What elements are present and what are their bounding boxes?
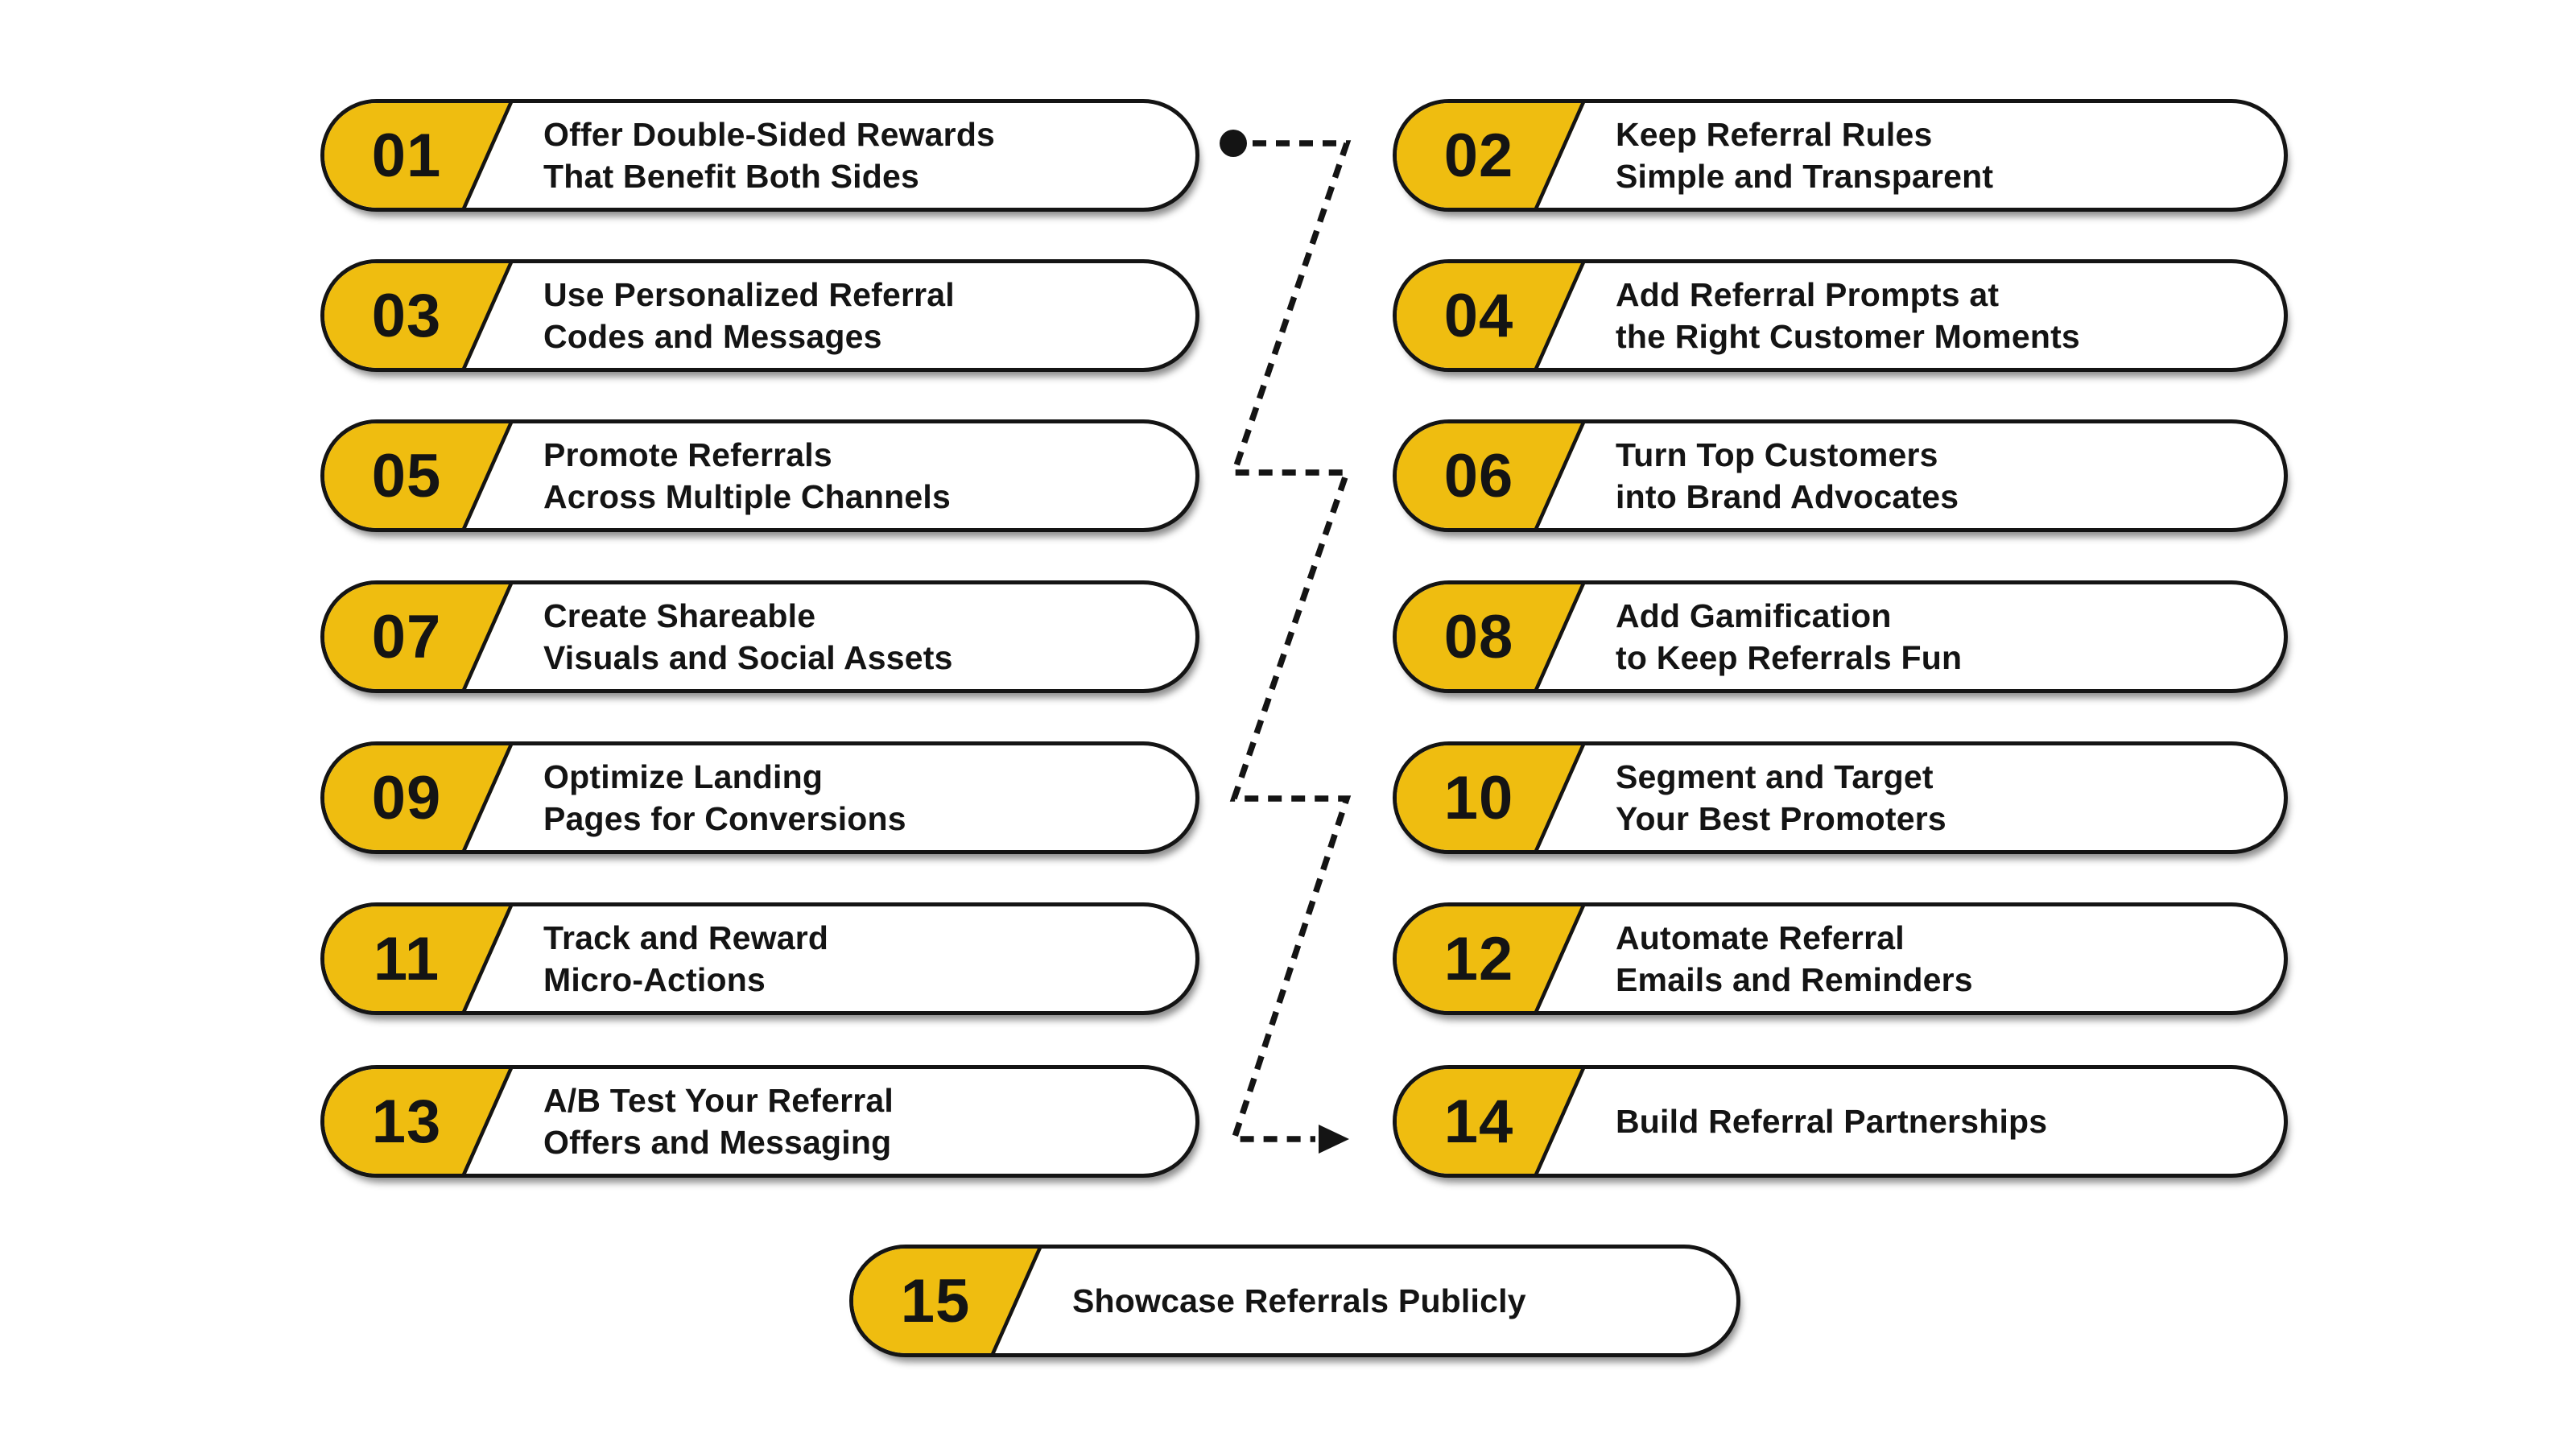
step-label-line: the Right Customer Moments [1616, 318, 2080, 355]
step-label-line: Turn Top Customers [1616, 436, 1938, 473]
step-number: 15 [900, 1266, 971, 1335]
step-pill-12: 12 Automate Referral Emails and Reminder… [1393, 902, 2288, 1015]
step-label: Use Personalized Referral Codes and Mess… [543, 263, 1157, 368]
step-pill-09: 09 Optimize Landing Pages for Conversion… [320, 741, 1199, 854]
step-number: 08 [1443, 602, 1514, 671]
step-pill-02: 02 Keep Referral Rules Simple and Transp… [1393, 99, 2288, 212]
step-label-line: Pages for Conversions [543, 800, 906, 837]
step-label-line: Build Referral Partnerships [1616, 1103, 2048, 1140]
step-label-line: Segment and Target [1616, 758, 1934, 795]
step-pill-04: 04 Add Referral Prompts at the Right Cus… [1393, 259, 2288, 372]
step-pill-06: 06 Turn Top Customers into Brand Advocat… [1393, 419, 2288, 532]
step-label: Showcase Referrals Publicly [1072, 1249, 1698, 1353]
step-number: 09 [371, 763, 442, 832]
step-label-line: Use Personalized Referral [543, 276, 955, 313]
step-number: 14 [1443, 1087, 1514, 1156]
flow-arrowhead-icon [1319, 1125, 1349, 1154]
step-label-line: Add Gamification [1616, 597, 1892, 634]
step-pill-03: 03 Use Personalized Referral Codes and M… [320, 259, 1199, 372]
step-number: 07 [371, 602, 442, 671]
step-label: Keep Referral Rules Simple and Transpare… [1616, 103, 2245, 208]
step-label: Add Referral Prompts at the Right Custom… [1616, 263, 2245, 368]
step-label: Segment and Target Your Best Promoters [1616, 745, 2245, 850]
step-label: A/B Test Your Referral Offers and Messag… [543, 1069, 1157, 1174]
step-label-line: Offer Double-Sided Rewards [543, 116, 996, 153]
step-label-line: Optimize Landing [543, 758, 824, 795]
step-number: 01 [371, 121, 442, 190]
step-pill-05: 05 Promote Referrals Across Multiple Cha… [320, 419, 1199, 532]
step-label-line: into Brand Advocates [1616, 478, 1959, 515]
step-number: 06 [1443, 441, 1514, 510]
step-label-line: Track and Reward [543, 919, 829, 956]
step-label: Create Shareable Visuals and Social Asse… [543, 584, 1157, 689]
step-label: Offer Double-Sided Rewards That Benefit … [543, 103, 1157, 208]
step-number: 12 [1443, 924, 1514, 993]
step-number: 10 [1443, 763, 1514, 832]
step-number: 05 [371, 441, 442, 510]
step-pill-08: 08 Add Gamification to Keep Referrals Fu… [1393, 580, 2288, 693]
step-label-line: Create Shareable [543, 597, 816, 634]
step-pill-11: 11 Track and Reward Micro-Actions [320, 902, 1199, 1015]
step-label: Build Referral Partnerships [1616, 1069, 2245, 1174]
step-label-line: Offers and Messaging [543, 1124, 892, 1161]
step-label-line: to Keep Referrals Fun [1616, 639, 1963, 676]
step-label-line: Add Referral Prompts at [1616, 276, 2000, 313]
step-label-line: Visuals and Social Assets [543, 639, 953, 676]
step-label-line: Emails and Reminders [1616, 961, 1973, 998]
step-number: 03 [371, 281, 442, 350]
step-label: Optimize Landing Pages for Conversions [543, 745, 1157, 850]
step-label-line: Automate Referral [1616, 919, 1905, 956]
step-label-line: Across Multiple Channels [543, 478, 952, 515]
step-label: Automate Referral Emails and Reminders [1616, 906, 2245, 1011]
step-label-line: Promote Referrals [543, 436, 832, 473]
step-pill-01: 01 Offer Double-Sided Rewards That Benef… [320, 99, 1199, 212]
step-label-line: Simple and Transparent [1616, 158, 1994, 195]
step-label: Turn Top Customers into Brand Advocates [1616, 423, 2245, 528]
step-label: Promote Referrals Across Multiple Channe… [543, 423, 1157, 528]
step-pill-07: 07 Create Shareable Visuals and Social A… [320, 580, 1199, 693]
step-label-line: That Benefit Both Sides [543, 158, 920, 195]
step-label-line: Showcase Referrals Publicly [1072, 1282, 1526, 1319]
step-label-line: Keep Referral Rules [1616, 116, 1933, 153]
step-number: 11 [373, 924, 440, 993]
step-label-line: A/B Test Your Referral [543, 1082, 894, 1119]
flow-start-dot-icon [1220, 130, 1247, 157]
step-pill-15: 15 Showcase Referrals Publicly [849, 1245, 1740, 1357]
step-number: 13 [371, 1087, 442, 1156]
step-pill-10: 10 Segment and Target Your Best Promoter… [1393, 741, 2288, 854]
step-label-line: Micro-Actions [543, 961, 766, 998]
step-pill-13: 13 A/B Test Your Referral Offers and Mes… [320, 1065, 1199, 1178]
flow-connector [1220, 130, 1352, 1154]
step-label-line: Codes and Messages [543, 318, 882, 355]
step-label-line: Your Best Promoters [1616, 800, 1946, 837]
step-number: 04 [1443, 281, 1514, 350]
step-label: Track and Reward Micro-Actions [543, 906, 1157, 1011]
step-number: 02 [1443, 121, 1514, 190]
step-pill-14: 14 Build Referral Partnerships [1393, 1065, 2288, 1178]
flow-dashed-path [1229, 140, 1352, 1142]
step-label: Add Gamification to Keep Referrals Fun [1616, 584, 2245, 689]
